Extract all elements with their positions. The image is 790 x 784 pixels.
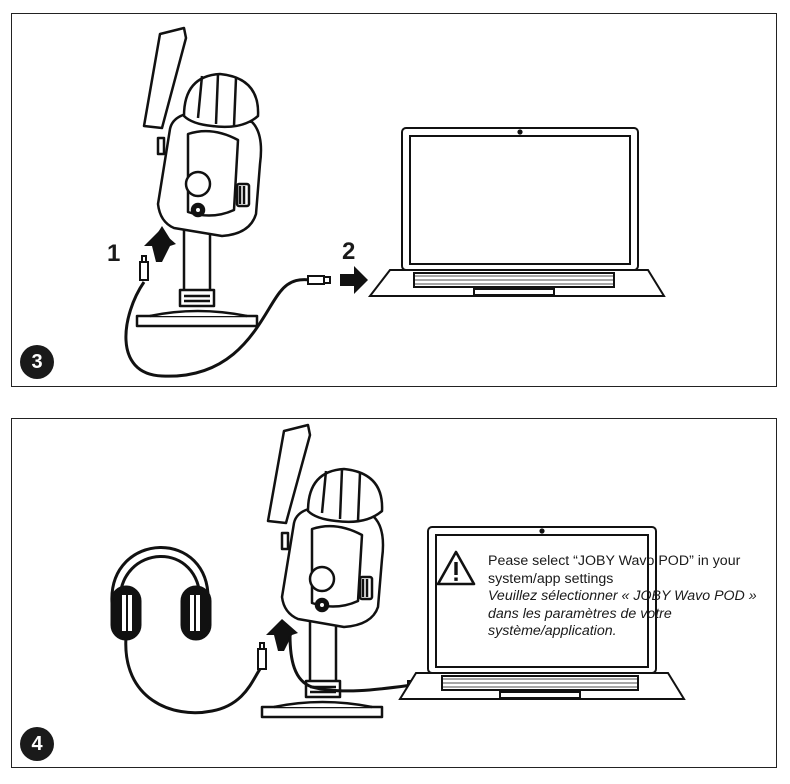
step-4-panel: Pease select “JOBY Wavo POD” in your sys… (11, 418, 777, 768)
arrow-icon (144, 226, 176, 262)
headphone-cable (124, 636, 262, 715)
usb-connector-left (139, 255, 149, 281)
usb-cable (288, 634, 413, 693)
step-badge-3: 3 (20, 345, 54, 379)
message-english: Pease select “JOBY Wavo POD” in your sys… (488, 553, 741, 587)
step-3-illustration (124, 26, 666, 378)
step-4-illustration (110, 423, 686, 719)
laptop-icon (367, 127, 666, 297)
message-french: Veuillez sélectionner « JOBY Wavo POD » … (488, 588, 757, 639)
step-number-2: 2 (342, 238, 356, 265)
headphones-icon (110, 546, 212, 641)
usb-connector-right (307, 275, 331, 285)
headphone-jack (257, 642, 267, 670)
settings-message: Pease select “JOBY Wavo POD” in your sys… (488, 553, 758, 641)
usb-cable (124, 278, 313, 378)
arrow-icon (266, 619, 298, 651)
step-3-panel: 1 2 3 (11, 13, 777, 387)
warning-icon (436, 550, 476, 586)
arrow-icon (340, 266, 368, 294)
step-badge-4: 4 (20, 727, 54, 761)
microphone-icon (135, 26, 263, 328)
microphone-icon (260, 423, 385, 719)
step-number-1: 1 (107, 240, 121, 267)
laptop-icon (398, 526, 686, 700)
